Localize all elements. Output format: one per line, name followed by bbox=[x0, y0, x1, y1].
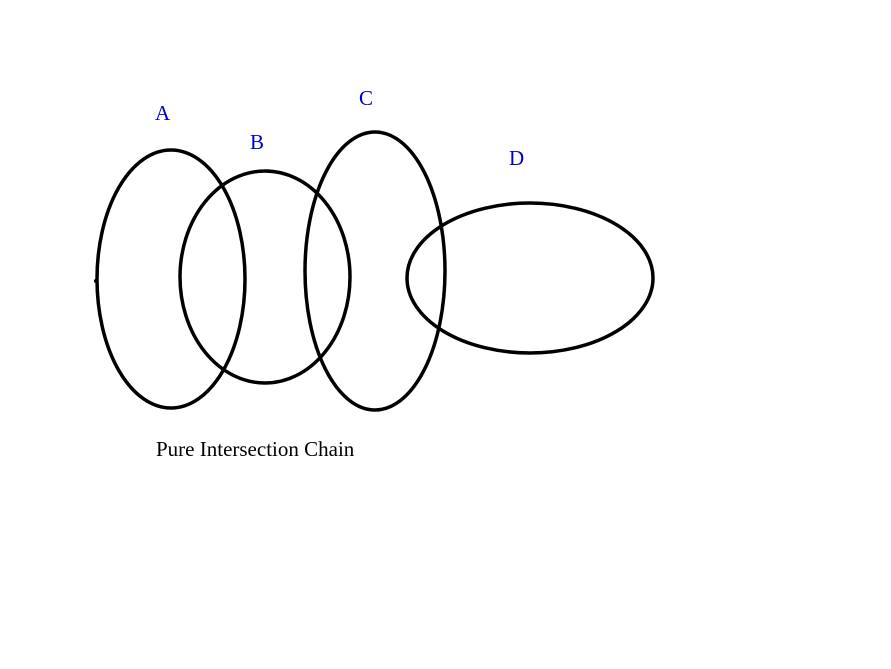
set-b-ellipse bbox=[178, 169, 352, 385]
set-c-label: C bbox=[359, 86, 374, 110]
set-d-label: D bbox=[509, 146, 525, 170]
set-b-label: B bbox=[250, 130, 265, 154]
set-c-ellipse bbox=[303, 130, 447, 412]
set-a-ellipse bbox=[95, 148, 247, 410]
set-d-ellipse bbox=[405, 201, 655, 355]
diagram-caption: Pure Intersection Chain bbox=[156, 437, 355, 461]
set-a-label: A bbox=[155, 101, 171, 125]
